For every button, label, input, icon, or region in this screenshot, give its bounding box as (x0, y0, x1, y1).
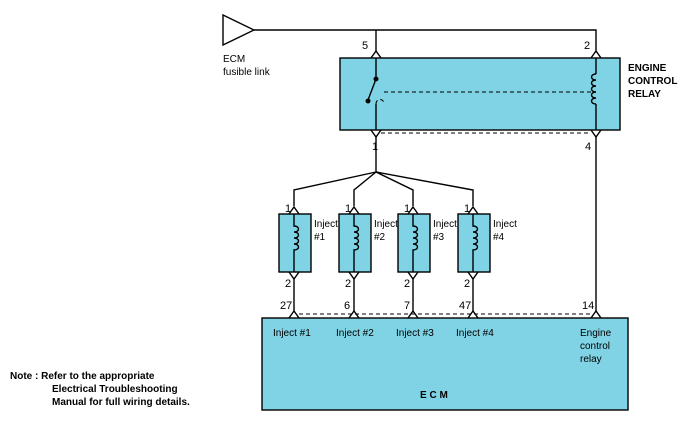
relay-pin-4: 4 (585, 141, 591, 153)
ecm-pin-47-connector (467, 309, 479, 319)
injector-3-pin-top: 1 (404, 203, 410, 215)
relay-pin-5-connector (370, 49, 382, 59)
relay-coil (590, 73, 597, 105)
injector-3-label-1: Inject (433, 219, 457, 230)
injector-1-pin-bottom: 2 (285, 278, 291, 290)
injector-4-label-2: #4 (493, 232, 505, 243)
injector-4-label-1: Inject (493, 219, 517, 230)
ecm-pin-6-connector (348, 309, 360, 319)
ecm-pin-47: 47 (459, 300, 471, 312)
fusible-link-symbol (222, 13, 256, 47)
injector-2-top-connector (348, 205, 360, 215)
injector-3-box (397, 213, 431, 273)
injector-1-box (278, 213, 312, 273)
relay-pin-2-connector (590, 49, 602, 59)
note-line-3: Manual for full wiring details. (52, 397, 190, 408)
injector-2-box (338, 213, 372, 273)
injector-2-coil (353, 214, 360, 272)
relay-title-3: RELAY (628, 89, 661, 100)
ecm-label-relay-1: Engine (580, 328, 612, 339)
ecm-label-inject-4: Inject #4 (456, 328, 494, 339)
injector-1-label-1: Inject (314, 219, 338, 230)
relay-title-1: ENGINE (628, 63, 667, 74)
injector-4-coil (472, 214, 479, 272)
ecm-title: E C M (420, 390, 448, 401)
injector-3-supply (375, 171, 414, 206)
injector-2-label-2: #2 (374, 232, 386, 243)
injector-3-label-2: #3 (433, 232, 445, 243)
ecm-pin-27-connector (288, 309, 300, 319)
injector-4-top-connector (467, 205, 479, 215)
injector-3-pin-bottom: 2 (404, 278, 410, 290)
note-line-2: Electrical Troubleshooting (52, 384, 178, 395)
injector-4-box (457, 213, 491, 273)
injector-4-pin-top: 1 (464, 203, 470, 215)
injector-1-label-2: #1 (314, 232, 326, 243)
ecm-pin-27: 27 (280, 300, 292, 312)
ecm-label-inject-3: Inject #3 (396, 328, 434, 339)
injector-4-pin-bottom: 2 (464, 278, 470, 290)
injector-2: 1 2 Inject #2 (338, 203, 398, 311)
injector-1: 1 2 Inject #1 (278, 203, 338, 311)
injector-1-coil (293, 214, 300, 272)
relay-pin-1-connector (370, 129, 382, 139)
fusible-link-label-1: ECM (223, 54, 245, 65)
switch-bridge (375, 99, 385, 105)
ecm-pin-14-connector (590, 309, 602, 319)
supply-wire (254, 29, 597, 52)
relay-pin-1: 1 (372, 141, 378, 153)
engine-control-relay-box (339, 57, 621, 131)
note-line-1: Note : Refer to the appropriate (10, 371, 155, 382)
injector-3: 1 2 Inject #3 (397, 203, 457, 311)
injector-1-pin-top: 1 (285, 203, 291, 215)
relay-pin-5: 5 (362, 40, 368, 52)
injector-3-coil (412, 214, 419, 272)
injector-1-supply (293, 171, 377, 206)
injector-2-supply (353, 171, 377, 206)
injector-4: 1 2 Inject #4 (457, 203, 517, 311)
injector-2-pin-top: 1 (345, 203, 351, 215)
ecm-label-relay-3: relay (580, 354, 602, 365)
relay-pin-4-connector (590, 129, 602, 139)
injector-3-top-connector (407, 205, 419, 215)
injector-4-supply (375, 171, 474, 206)
ecm-box (261, 317, 629, 411)
ecm-pin-7: 7 (404, 300, 410, 312)
relay-title-2: CONTROL (628, 76, 677, 87)
ecm-pin-7-connector (407, 309, 419, 319)
relay-pin-2: 2 (584, 40, 590, 52)
switch-blade (367, 78, 377, 101)
ecm-pin-6: 6 (344, 300, 350, 312)
injector-2-pin-bottom: 2 (345, 278, 351, 290)
injector-2-label-1: Inject (374, 219, 398, 230)
switch-contact-lower (365, 98, 371, 104)
ecm-pin-14: 14 (582, 300, 594, 312)
ecm-label-inject-2: Inject #2 (336, 328, 374, 339)
injector-1-top-connector (288, 205, 300, 215)
ecm-label-relay-2: control (580, 341, 610, 352)
ecm-label-inject-1: Inject #1 (273, 328, 311, 339)
fusible-link-label-2: fusible link (223, 67, 271, 78)
